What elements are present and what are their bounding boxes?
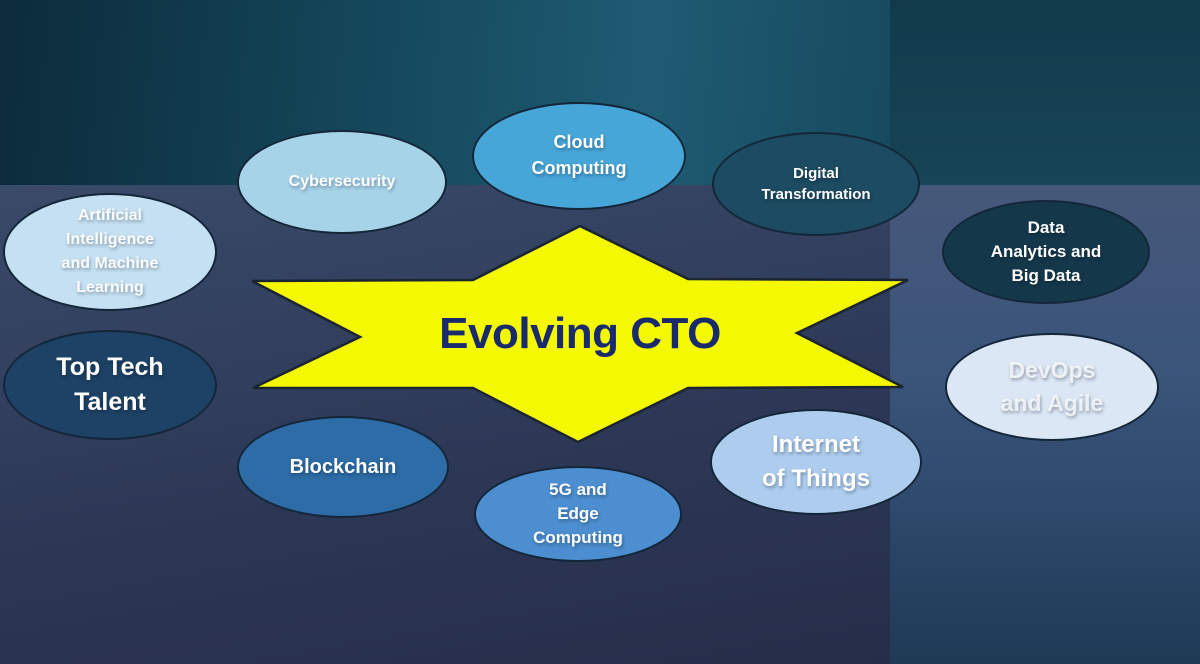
node-cybersecurity: Cybersecurity <box>237 130 447 234</box>
node-label: Data Analytics and Big Data <box>990 217 1102 286</box>
node-blockchain: Blockchain <box>237 416 449 518</box>
node-label: Internet of Things <box>762 431 870 492</box>
node-devops-agile: DevOps and Agile <box>945 333 1159 441</box>
diagram-title: Evolving CTO <box>439 309 721 358</box>
background-top-right <box>890 0 1200 185</box>
node-cloud-computing: Cloud Computing <box>472 102 686 210</box>
node-digital-transformation: Digital Transformation <box>712 132 920 236</box>
node-label: Artificial Intelligence and Machine Lear… <box>61 207 159 296</box>
node-label: DevOps and Agile <box>1000 357 1104 416</box>
node-label: Top Tech Talent <box>56 352 164 417</box>
node-label: Cybersecurity <box>288 172 396 190</box>
node-label: Blockchain <box>289 455 397 478</box>
node-internet-of-things: Internet of Things <box>710 409 922 515</box>
node-5g-edge-computing: 5G and Edge Computing <box>474 466 682 562</box>
node-artificial-intelligence-machine-learning: Artificial Intelligence and Machine Lear… <box>3 193 217 311</box>
node-label: Digital Transformation <box>761 164 871 203</box>
node-data-analytics-big-data: Data Analytics and Big Data <box>942 200 1150 304</box>
node-top-tech-talent: Top Tech Talent <box>3 330 217 440</box>
node-label: Cloud Computing <box>531 132 627 178</box>
node-label: 5G and Edge Computing <box>533 480 623 547</box>
